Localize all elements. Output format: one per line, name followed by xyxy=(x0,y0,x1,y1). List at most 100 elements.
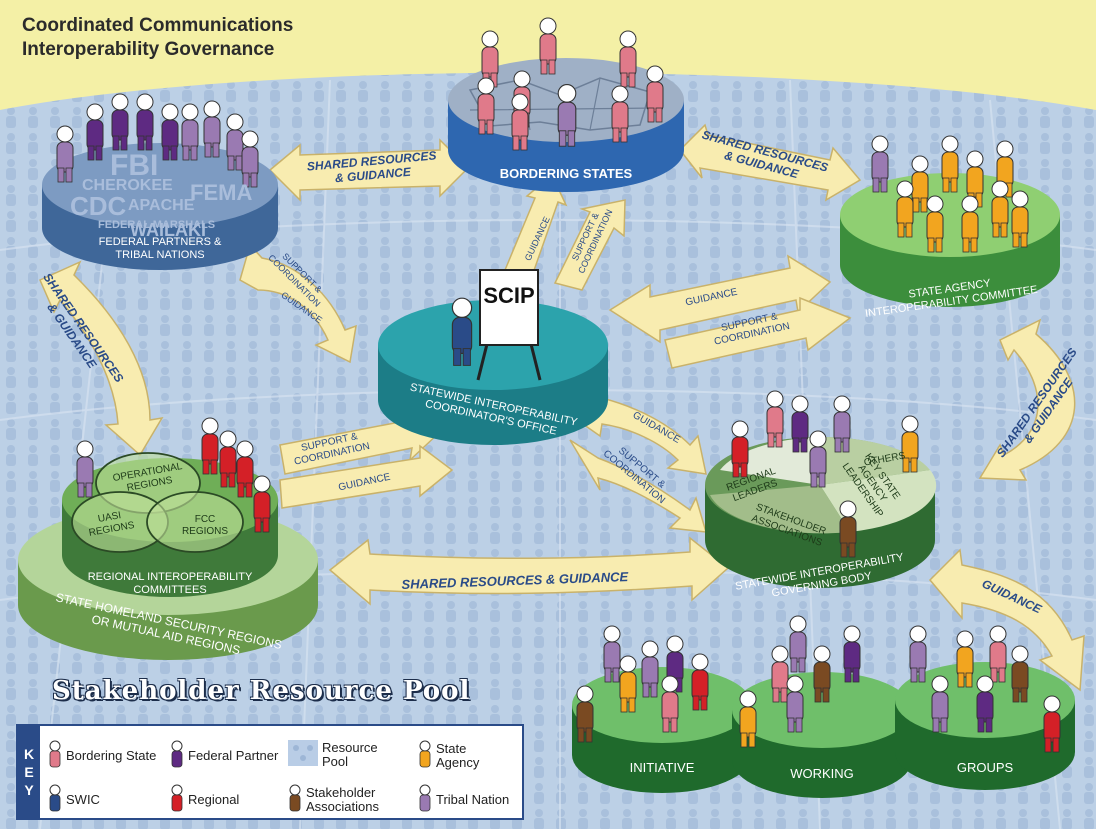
tribal-figure xyxy=(833,395,851,453)
key-swatch-icon xyxy=(288,740,318,769)
figures-layer xyxy=(56,17,1061,753)
bordering-state-figure xyxy=(511,93,529,151)
tribal-figure xyxy=(203,100,221,158)
federal-word: FEMA xyxy=(190,180,252,205)
stakeholder-pool-title: Stakeholder Resource Pool xyxy=(52,676,471,706)
key-item-label: Regional xyxy=(188,792,239,807)
federal-word: FEDERAL MARSHALS xyxy=(98,219,215,231)
key-item-label: Tribal Nation xyxy=(436,791,510,807)
group-figure xyxy=(976,675,994,733)
key-swatch-icon xyxy=(48,740,62,771)
key-item: Regional xyxy=(170,784,239,815)
bordering-state-figure xyxy=(539,17,557,75)
group-figure xyxy=(813,645,831,703)
key-swatch-icon xyxy=(170,740,184,771)
arrow-scip-border-support xyxy=(553,199,626,291)
federal-figure xyxy=(161,103,179,161)
key-item-label-line: Agency xyxy=(436,754,480,770)
working-label: WORKING xyxy=(790,766,854,781)
key-item-label-line: SWIC xyxy=(66,791,100,807)
key-swatch-icon xyxy=(288,784,302,815)
key-item-label-line: Bordering State xyxy=(66,747,157,763)
regional-figure xyxy=(219,430,237,488)
legend-key: K E Y Bordering State Federal Partner Reso… xyxy=(16,724,524,820)
regional-figure xyxy=(253,475,271,533)
state-agency-figure xyxy=(996,140,1014,198)
federal-partners-label: FEDERAL PARTNERS &TRIBAL NATIONS xyxy=(99,236,222,261)
key-swatch-icon xyxy=(170,784,184,815)
platform-regional xyxy=(18,452,318,660)
key-item-label: SWIC xyxy=(66,791,100,807)
key-item: Federal Partner xyxy=(170,740,278,771)
arrow-border-state xyxy=(678,123,862,202)
group-figure xyxy=(931,675,949,733)
tribal-figure xyxy=(181,103,199,161)
key-item-label: Bordering State xyxy=(66,747,157,763)
tribal-figure xyxy=(76,440,94,498)
group-figure xyxy=(956,630,974,688)
federal-figure xyxy=(111,93,129,151)
arrow-state-scip xyxy=(608,254,832,344)
bordering-state-figure xyxy=(477,77,495,135)
arrow-right-vertical xyxy=(978,318,1076,481)
group-figure xyxy=(619,655,637,713)
group-figure xyxy=(739,690,757,748)
group-figure xyxy=(641,640,659,698)
federal-figure xyxy=(791,395,809,453)
state-agency-figure xyxy=(961,195,979,253)
group-figure xyxy=(909,625,927,683)
state-agency-figure xyxy=(896,180,914,238)
key-letters: K E Y xyxy=(18,726,40,818)
federal-word: WAILAKI xyxy=(130,220,206,240)
key-item-label-line: Resource xyxy=(322,739,378,755)
tribal-figure xyxy=(557,84,577,147)
tribal-figure xyxy=(871,135,889,193)
key-item-label-line: Pool xyxy=(322,753,349,769)
group-figure xyxy=(666,635,684,693)
initiative-label: INITIATIVE xyxy=(630,760,695,775)
federal-word: CHEROKEE xyxy=(82,177,173,194)
key-letter-y: Y xyxy=(24,782,34,798)
key-swatch-icon xyxy=(418,740,432,771)
diagram-title: Coordinated Communications Interoperabil… xyxy=(22,14,293,62)
group-figure xyxy=(771,645,789,703)
federal-figure xyxy=(86,103,104,161)
key-swatch-icon xyxy=(48,784,62,815)
group-figure xyxy=(843,625,861,683)
scip-board xyxy=(479,269,539,346)
group-figure xyxy=(989,625,1007,683)
key-item-label-line: Tribal Nation xyxy=(436,791,510,807)
federal-word: CDC xyxy=(70,191,127,221)
key-item-label-line: Federal Partner xyxy=(188,747,279,763)
bordering-state-figure xyxy=(646,65,664,123)
group-figure xyxy=(576,685,594,743)
tribal-figure xyxy=(56,125,74,183)
federal-figure xyxy=(136,93,154,151)
key-swatch-icon xyxy=(418,784,432,815)
state-agency-figure xyxy=(911,155,929,213)
swic-figure xyxy=(451,297,473,366)
arrow-state-scip-2 xyxy=(664,296,852,369)
bordering-state-figure xyxy=(611,85,629,143)
title-line-2: Interoperability Governance xyxy=(22,39,275,60)
state-agency-figure xyxy=(941,135,959,193)
tribal-figure xyxy=(241,130,259,188)
group-figure xyxy=(1011,645,1029,703)
key-item-label-line: Associations xyxy=(306,798,379,814)
key-letter-k: K xyxy=(23,746,35,762)
arrow-left-vertical xyxy=(39,260,164,457)
arrow-regional-scip-2 xyxy=(279,444,454,509)
group-figure xyxy=(691,653,709,711)
key-item-label: Federal Partner xyxy=(188,747,279,763)
scip-easel: SCIP xyxy=(476,269,542,381)
